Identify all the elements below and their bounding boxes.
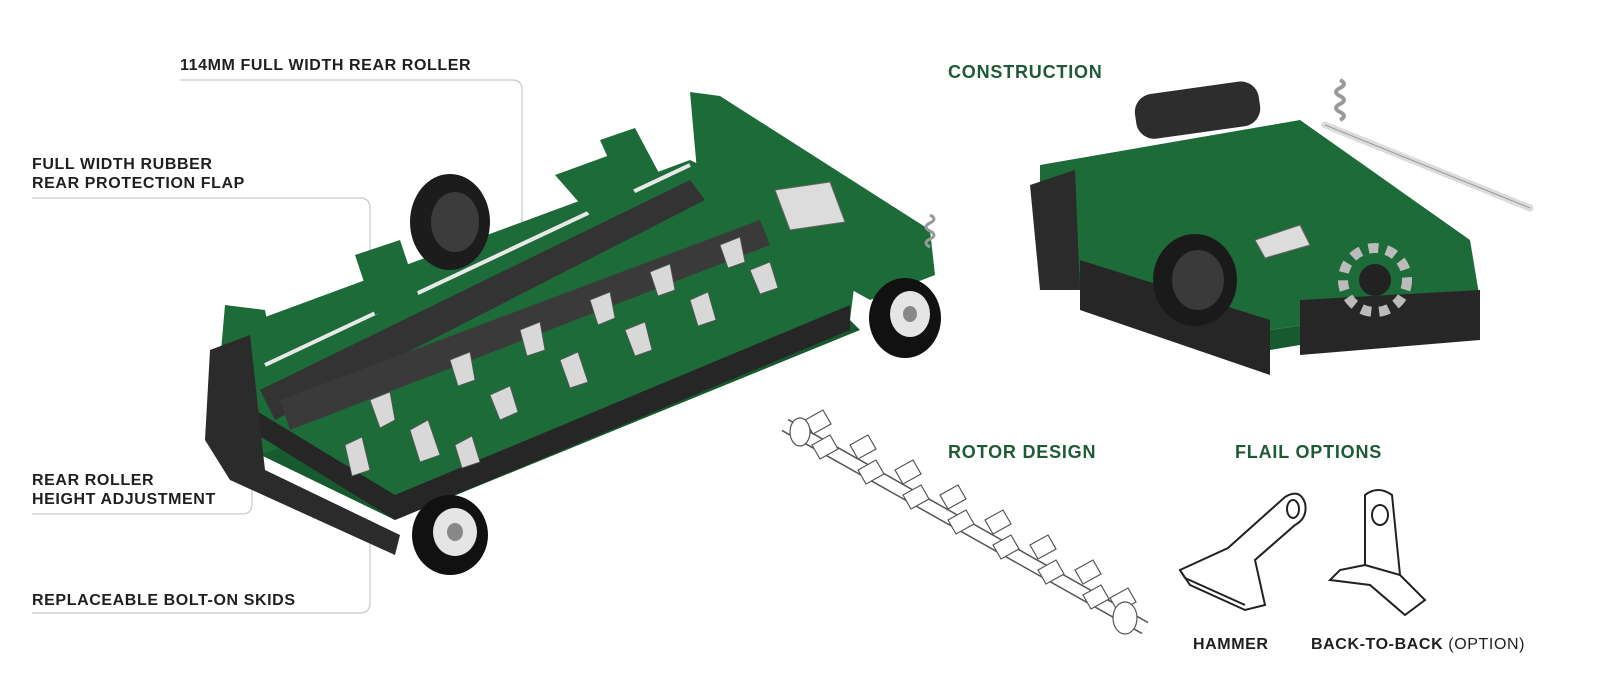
callout-rubber-flap: FULL WIDTH RUBBER REAR PROTECTION FLAP xyxy=(32,155,245,193)
leader-rear-roller xyxy=(180,79,523,302)
main-wheel-rear xyxy=(869,278,941,358)
main-mount-plate xyxy=(774,181,846,231)
leader-height-adjust xyxy=(32,358,253,515)
callout-height-adjustment: REAR ROLLER HEIGHT ADJUSTMENT xyxy=(32,471,216,509)
main-hitch-left xyxy=(355,240,420,315)
leader-lines xyxy=(32,79,523,614)
construction-illustration xyxy=(1030,78,1534,375)
main-rear-roller xyxy=(260,180,705,420)
leader-rubber-flap xyxy=(32,197,371,335)
callout-rubber-flap-line1: FULL WIDTH RUBBER xyxy=(32,156,213,173)
main-wheel-front xyxy=(412,495,488,575)
rotor-illustration xyxy=(781,409,1149,635)
main-mower-illustration xyxy=(205,92,941,575)
caption-hammer: HAMMER xyxy=(1193,636,1269,653)
back-to-back-flail-illustration xyxy=(1327,489,1427,617)
main-front-plate xyxy=(205,335,400,555)
heading-rotor-design: ROTOR DESIGN xyxy=(948,442,1097,462)
caption-back-to-back: BACK-TO-BACK (OPTION) xyxy=(1311,636,1525,654)
main-spring xyxy=(924,213,936,249)
heading-flail-options: FLAIL OPTIONS xyxy=(1235,442,1383,462)
main-hitch-right xyxy=(600,128,660,185)
construction-rotor-end xyxy=(1338,243,1412,317)
hammer-flail-illustration xyxy=(1178,492,1307,612)
callout-rear-roller: 114MM FULL WIDTH REAR ROLLER xyxy=(180,57,472,74)
main-rotor-shaft xyxy=(280,220,770,430)
caption-back-to-back-option: (OPTION) xyxy=(1448,636,1526,653)
callout-rubber-flap-line2: REAR PROTECTION FLAP xyxy=(32,175,245,192)
callout-skids: REPLACEABLE BOLT-ON SKIDS xyxy=(32,592,296,609)
callout-height-adjustment-line2: HEIGHT ADJUSTMENT xyxy=(32,491,216,508)
caption-back-to-back-label: BACK-TO-BACK xyxy=(1311,636,1444,653)
main-flails xyxy=(344,236,779,477)
heading-construction: CONSTRUCTION xyxy=(948,62,1103,82)
callout-height-adjustment-line1: REAR ROLLER xyxy=(32,472,155,489)
leader-skids xyxy=(32,520,371,614)
